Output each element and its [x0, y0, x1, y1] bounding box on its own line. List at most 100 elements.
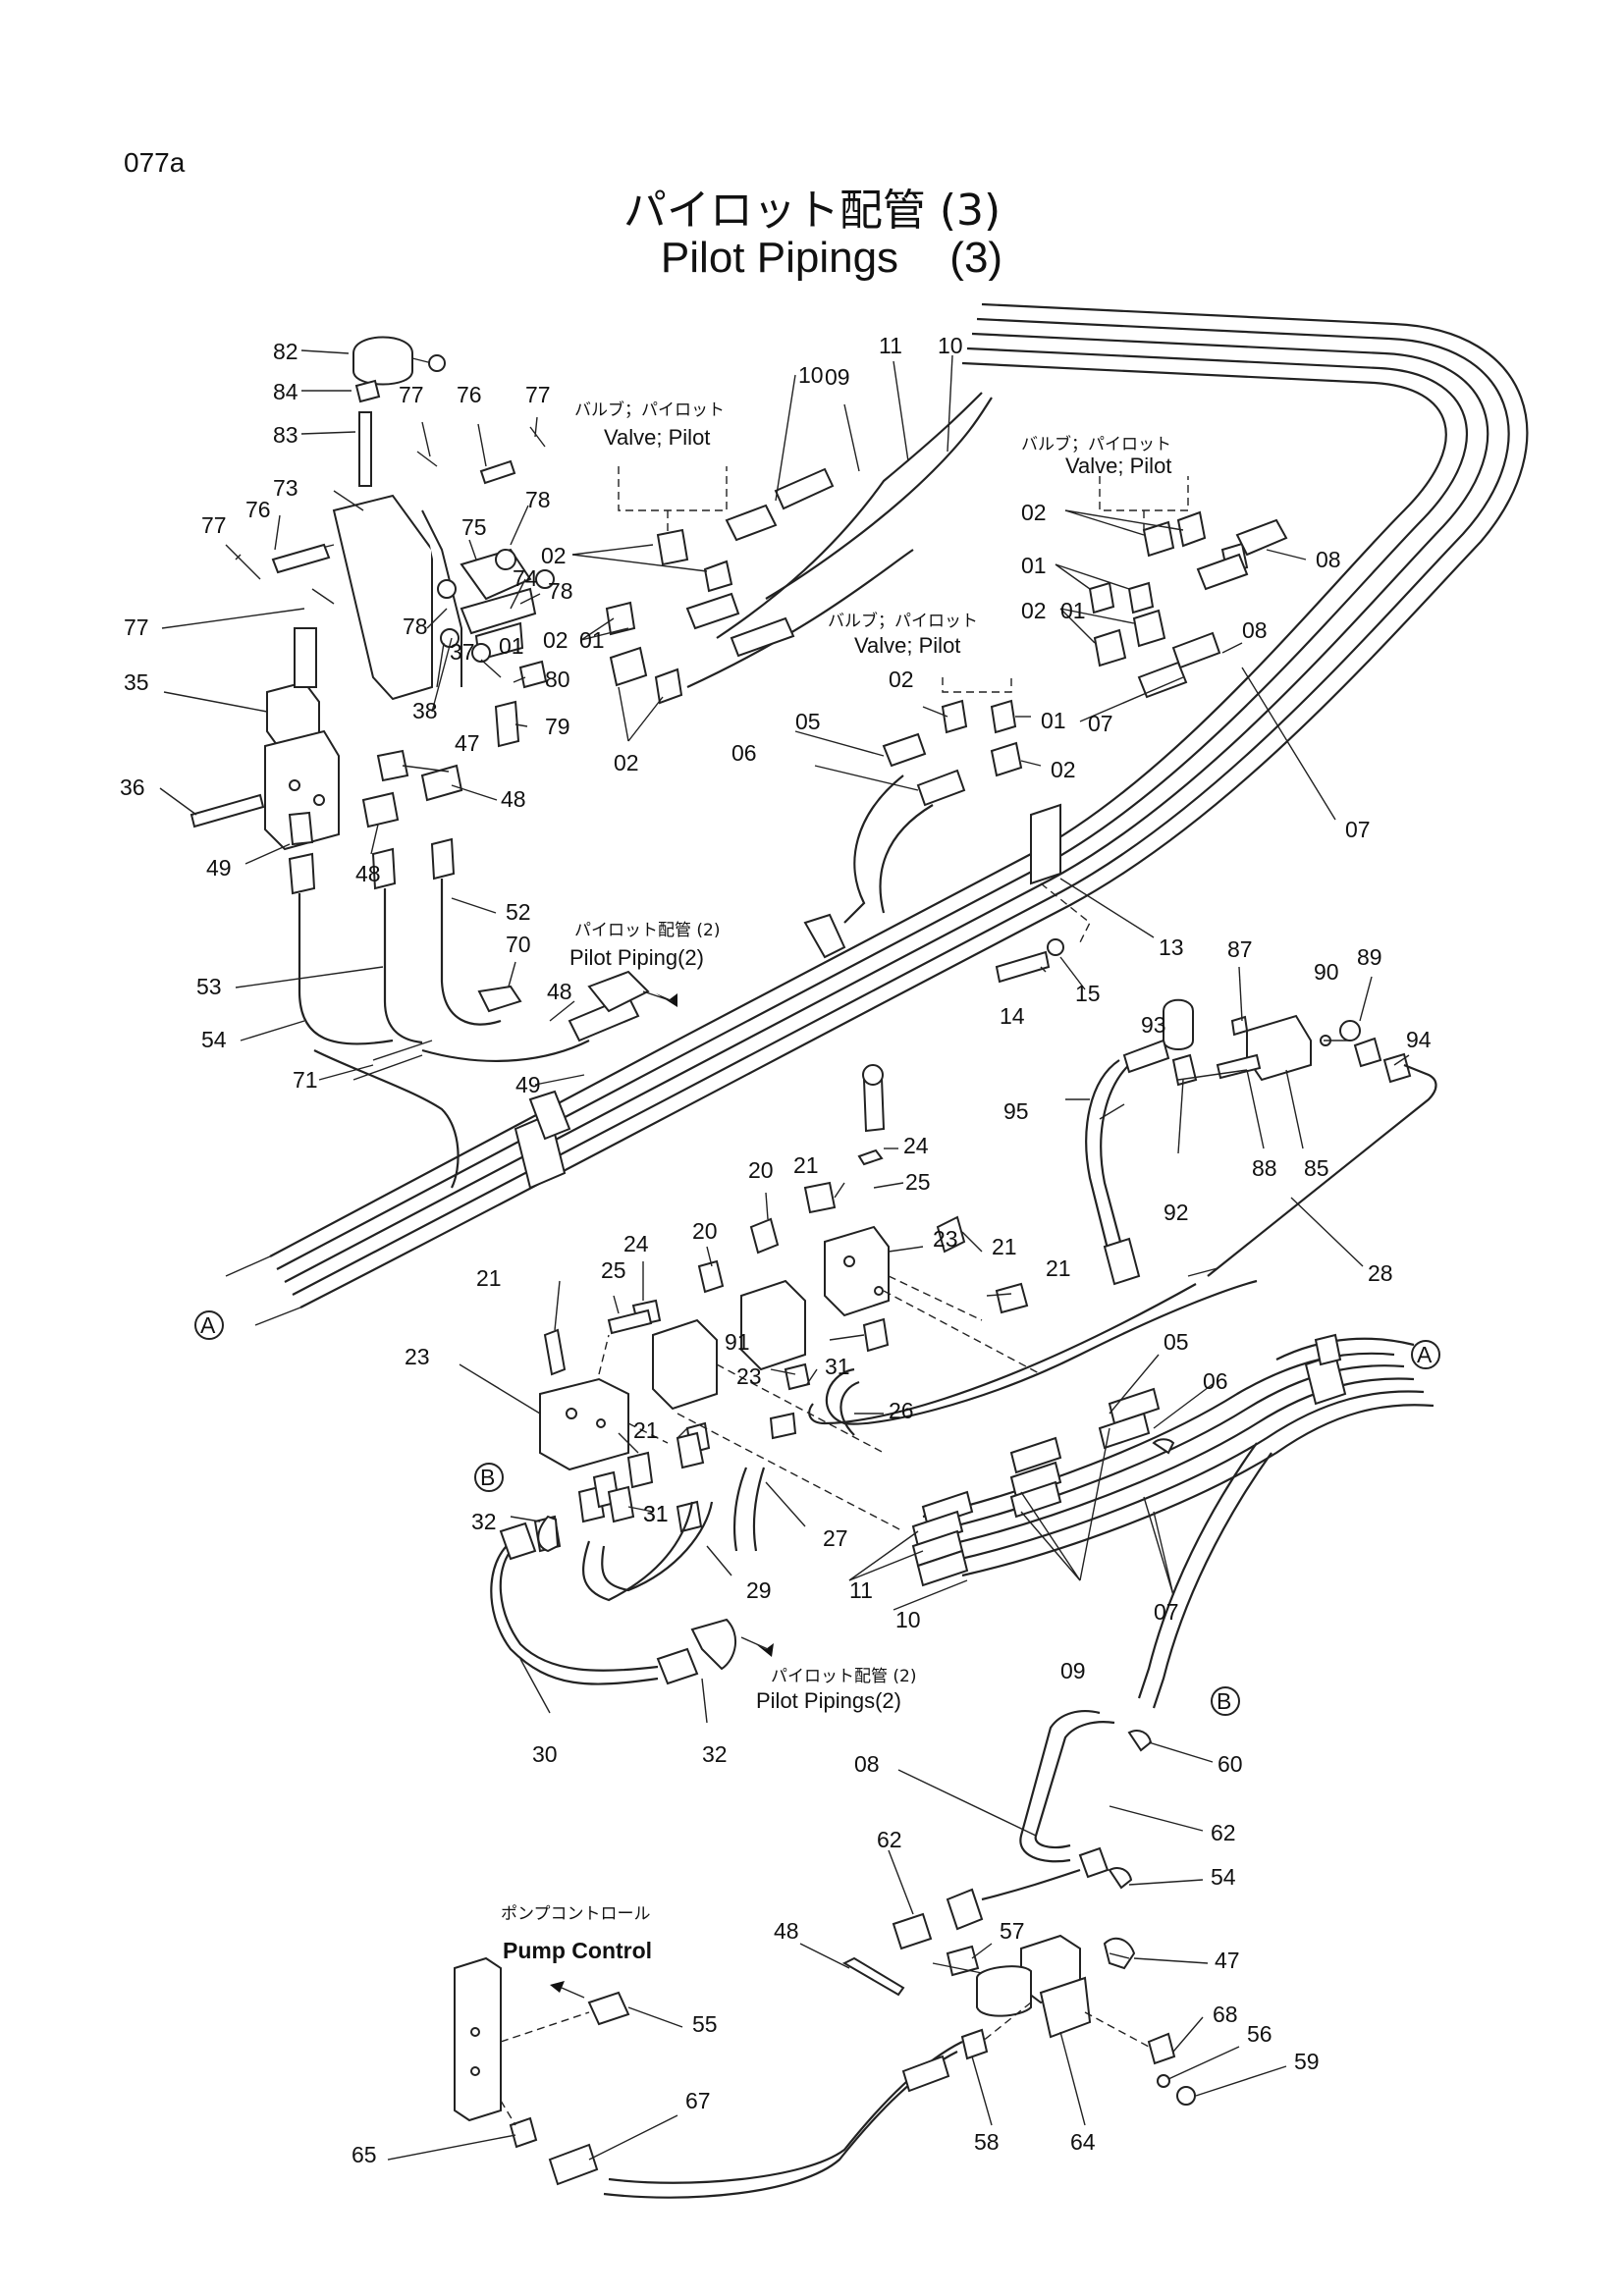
callout-number: 57: [1000, 1918, 1025, 1944]
reference-ja: バルブ；パイロット: [574, 400, 725, 420]
callout-number: 25: [601, 1257, 626, 1283]
callout-number: 94: [1406, 1027, 1432, 1052]
callout-number: 85: [1304, 1155, 1329, 1181]
callout-number: 54: [1211, 1864, 1236, 1890]
callout-number: 64: [1070, 2129, 1096, 2155]
callout-number: 11: [849, 1577, 873, 1603]
center-pipes: [490, 1279, 1258, 1685]
callout-number: 05: [1164, 1329, 1189, 1355]
callout-number: 08: [1242, 617, 1268, 643]
connector-b-lower: [1211, 1686, 1240, 1716]
callout-number: 56: [1247, 2021, 1272, 2047]
callout-number: 29: [746, 1577, 772, 1603]
callout-number: 24: [623, 1231, 649, 1256]
callout-number: 77: [124, 614, 149, 640]
callout-number: 23: [933, 1226, 958, 1252]
callout-number: 93: [1141, 1012, 1166, 1038]
callout-number: 74: [513, 565, 538, 591]
callout-number: 53: [196, 974, 222, 999]
title-en-text: Pilot Pipings: [660, 234, 899, 282]
callout-number: 91: [725, 1329, 750, 1355]
callout-number: 02: [614, 750, 639, 775]
connector-label: A: [1417, 1342, 1433, 1367]
callout-number: 01: [579, 627, 605, 653]
callout-number: 78: [548, 578, 573, 604]
callout-number: 37: [450, 639, 475, 665]
callout-number: 58: [974, 2129, 1000, 2155]
callout-number: 07: [1345, 817, 1371, 842]
reference-ja: ポンプコントロール: [501, 1904, 651, 1924]
callout-number: 28: [1368, 1260, 1393, 1286]
connector-label: A: [200, 1312, 216, 1338]
callout-number: 31: [643, 1501, 669, 1526]
reference-en: Valve; Pilot: [604, 425, 710, 450]
callout-number: 10: [895, 1607, 921, 1632]
part-callouts: 82 84 83 77 76 77 73 76 77 75 78 74 78 7…: [120, 333, 1432, 2167]
callout-number: 15: [1075, 981, 1101, 1006]
upper-feed-pipes: [686, 392, 993, 924]
callout-number: 78: [525, 487, 551, 512]
connector-label: B: [480, 1465, 495, 1490]
callout-number: 02: [1021, 500, 1047, 525]
callout-number: 11: [879, 333, 902, 358]
callout-number: 38: [412, 698, 438, 723]
callout-number: 77: [201, 512, 227, 538]
callout-number: 07: [1088, 711, 1113, 736]
connector-a-left: [194, 1310, 224, 1340]
callout-number: 92: [1164, 1200, 1189, 1225]
callout-number: 54: [201, 1027, 227, 1052]
callout-number: 23: [736, 1363, 762, 1389]
pilot-valve-fittings-center: [605, 466, 835, 705]
left-hoses: [288, 837, 650, 1189]
page-code: 077a: [124, 147, 186, 178]
callout-number: 07: [1154, 1599, 1179, 1625]
callout-number: 68: [1213, 2002, 1238, 2027]
title-number-ja: (3): [939, 186, 1001, 236]
reference-en: Valve; Pilot: [854, 633, 960, 658]
reference-ja: パイロット配管 (2): [771, 1667, 916, 1686]
callout-number: 21: [633, 1417, 659, 1443]
callout-number: 01: [499, 633, 524, 659]
callout-number: 32: [702, 1741, 728, 1767]
callout-number: 67: [685, 2088, 711, 2113]
callout-number: 75: [461, 514, 487, 540]
callout-number: 83: [273, 422, 298, 448]
callout-number: 05: [795, 709, 821, 734]
callout-number: 80: [545, 667, 570, 692]
bundle-clamps: [514, 803, 1091, 1190]
connector-b-center: [474, 1463, 504, 1492]
page-title-english: Pilot Pipings (3): [0, 234, 1624, 283]
callout-number: 52: [506, 899, 531, 925]
title-ja-text: パイロット配管: [623, 186, 926, 236]
callout-number: 87: [1227, 936, 1253, 962]
reference-en: Pump Control: [503, 1938, 652, 1963]
valve-block-35: [189, 627, 463, 851]
callout-number: 79: [545, 714, 570, 739]
callout-number: 78: [403, 614, 428, 639]
callout-number: 01: [1060, 598, 1086, 623]
callout-number: 02: [1051, 757, 1076, 782]
callout-number: 21: [992, 1234, 1017, 1259]
callout-number: 49: [206, 855, 232, 881]
callout-number: 48: [501, 786, 526, 812]
pump-control-assembly: [454, 1710, 1196, 2199]
callout-number: 01: [1041, 708, 1066, 733]
callout-number: 47: [455, 730, 480, 756]
callout-number: 06: [1203, 1368, 1228, 1394]
callout-number: 70: [506, 932, 531, 957]
callout-number: 48: [774, 1918, 799, 1944]
callout-number: 13: [1159, 934, 1184, 960]
bracket-assembly: [225, 336, 555, 748]
callout-number: 71: [293, 1067, 318, 1093]
reference-ja: バルブ；パイロット: [1021, 434, 1171, 454]
lower-hose-bundle: [911, 1333, 1435, 1709]
callout-number: 20: [748, 1157, 774, 1183]
callout-number: 10: [938, 333, 963, 358]
callout-number: 32: [471, 1509, 497, 1534]
callout-number: 21: [1046, 1255, 1071, 1281]
connector-label: B: [1217, 1688, 1231, 1714]
callout-number: 77: [525, 382, 551, 407]
callout-leaders: [159, 349, 1410, 2161]
callout-number: 62: [877, 1827, 902, 1852]
